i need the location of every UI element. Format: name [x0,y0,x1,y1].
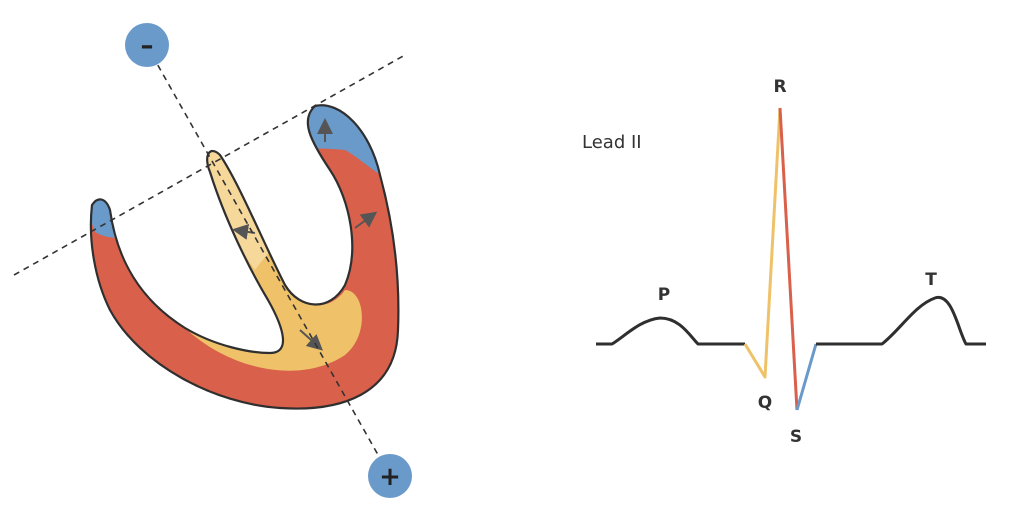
ecg-baseline-p-wave [596,316,745,346]
plus-icon: + [379,462,401,492]
ecg-st-t-wave [816,296,986,346]
minus-icon: – [141,31,154,61]
ecg-r-downstroke [778,107,799,411]
negative-electrode: – [125,23,169,67]
r-wave-label: R [773,77,786,97]
lead-label: Lead II [582,132,642,153]
septum-light-region [205,150,270,270]
perpendicular-dashed-line [13,54,406,276]
t-wave-label: T [925,270,937,290]
p-wave-label: P [658,285,670,305]
heart-ventricles [89,104,400,410]
s-wave-label: S [790,427,802,447]
ecg-q-upstroke [743,107,782,379]
lead-axis-dashed-line [146,45,391,477]
heart-outline [89,104,400,410]
ecg-s-return [795,343,818,411]
q-wave-label: Q [758,393,772,413]
arrow-lateral-wall [354,211,378,229]
ecg-trace [596,107,986,411]
positive-electrode: + [368,454,412,498]
